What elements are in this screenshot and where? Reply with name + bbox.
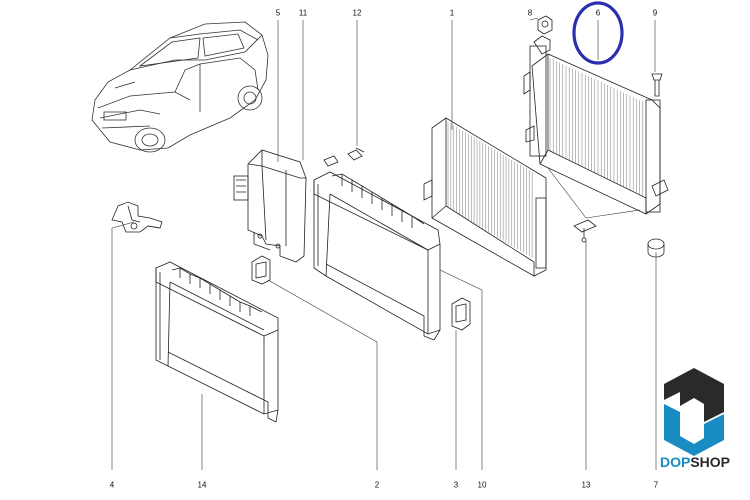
part-label-7: 7 [653, 480, 659, 490]
part-6-radiator [523, 35, 669, 215]
part-12-screws [323, 147, 365, 167]
part-label-12: 12 [352, 8, 362, 18]
part-label-8: 8 [527, 8, 533, 18]
part-label-14: 14 [197, 480, 207, 490]
part-label-9: 9 [652, 8, 658, 18]
leader-lines [111, 17, 657, 470]
brand-wordmark: DOPSHOP [660, 454, 730, 470]
brand-wordmark-shop: SHOP [690, 454, 731, 470]
part-14-lower-frame [155, 261, 279, 423]
part-label-11: 11 [298, 8, 308, 18]
part-5-clip [233, 175, 249, 201]
part-label-2: 2 [374, 480, 380, 490]
part-label-5: 5 [275, 8, 281, 18]
part-label-3: 3 [453, 480, 459, 490]
part-label-10: 10 [477, 480, 487, 490]
highlight-circle [572, 1, 624, 65]
part-13-bracket [573, 219, 597, 243]
part-9-bolt [651, 73, 663, 97]
brand-wordmark-dop: DOP [660, 454, 691, 470]
car-illustration [91, 21, 269, 153]
part-1-condenser [423, 117, 547, 277]
part-3-clip [451, 297, 471, 331]
brand-logo-mark [664, 368, 724, 456]
part-label-6: 6 [595, 8, 601, 18]
part-label-1: 1 [449, 8, 455, 18]
part-label-13: 13 [581, 480, 591, 490]
part-10-frame [313, 171, 441, 341]
part-2-bracket [251, 255, 271, 285]
part-4-bracket [111, 201, 163, 233]
part-8-cap [537, 15, 553, 35]
part-label-4: 4 [109, 480, 115, 490]
part-11-deflector [247, 149, 307, 263]
